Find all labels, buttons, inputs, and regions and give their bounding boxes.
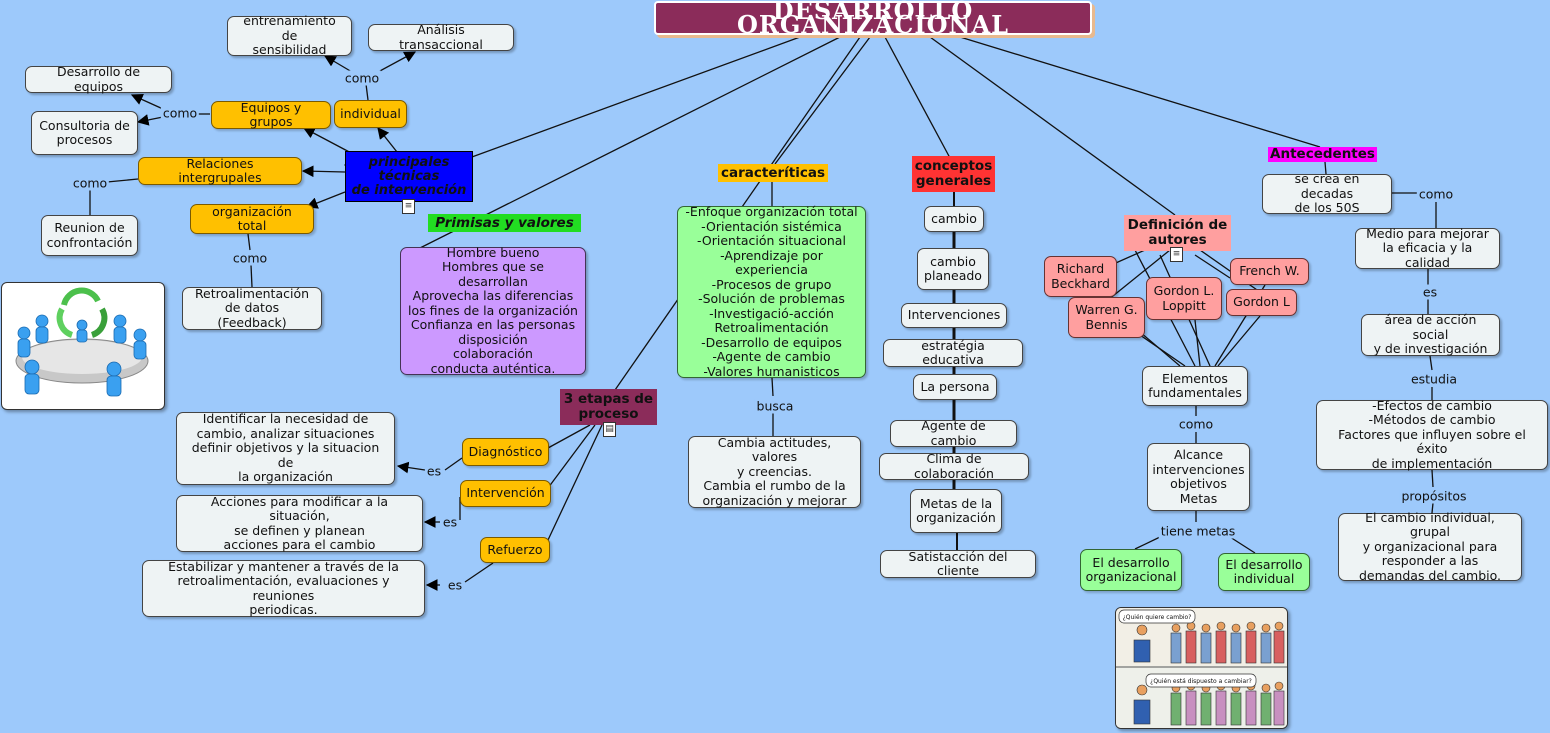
- concepto-persona: La persona: [913, 374, 997, 400]
- area-node: área de acción social y de investigación: [1361, 313, 1500, 356]
- note-icon[interactable]: ≡: [402, 199, 415, 214]
- retroalimentacion-node: Retroalimentación de datos (Feedback): [182, 286, 322, 330]
- etapas-header: 3 etapas de proceso: [560, 389, 657, 425]
- concepto-cambio: cambio: [924, 206, 984, 232]
- org-total-node: organización total: [190, 204, 314, 234]
- film-icon[interactable]: ▤: [603, 422, 616, 437]
- label-como: como: [230, 250, 270, 266]
- desarrollo-equipos-node: Desarrollo de equipos: [25, 64, 172, 93]
- label-estudia: estudia: [1408, 371, 1460, 387]
- equipos-grupos-node: Equipos y grupos: [211, 100, 331, 129]
- concepto-estrategia: estratégia educativa: [883, 338, 1023, 367]
- label-tiene-metas: tiene metas: [1158, 523, 1238, 539]
- label-como: como: [70, 175, 110, 191]
- label-como: como: [160, 105, 200, 121]
- concepto-satisfaccion: Satistacción del cliente: [880, 549, 1036, 578]
- cartoon-illustration: ¿Quién quiere cambio? ¿Quién está dispue…: [1116, 608, 1287, 728]
- primisas-header: Primisas y valores: [428, 214, 581, 232]
- label-como: como: [1176, 416, 1216, 432]
- medio-node: Medio para mejorar la eficacia y la cali…: [1355, 226, 1500, 270]
- intervencion-desc: Acciones para modificar a la situación, …: [176, 494, 423, 552]
- autor-beckhard: Richard Beckhard: [1044, 256, 1117, 297]
- autor-gordon: Gordon L: [1226, 289, 1297, 316]
- primisas-body: Hombre bueno Hombres que se desarrollan …: [400, 245, 586, 376]
- cartoon-bubble-1: ¿Quién quiere cambio?: [1123, 614, 1192, 621]
- main-title: DESARROLLO ORGANIZACIONAL: [654, 0, 1092, 37]
- meta-individual: El desarrollo individual: [1218, 553, 1310, 591]
- autor-french: French W.: [1230, 258, 1309, 285]
- refuerzo-desc: Estabilizar y mantener a través de la re…: [142, 559, 425, 617]
- label-es: es: [1420, 284, 1440, 300]
- intergrupales-node: Relaciones intergrupales: [138, 156, 302, 185]
- label-como: como: [1416, 186, 1456, 202]
- diagnostico-node: Diagnóstico: [462, 438, 549, 466]
- refuerzo-node: Refuerzo: [480, 537, 550, 563]
- label-como: como: [342, 70, 382, 86]
- meeting-illustration: [15, 287, 149, 397]
- label-es: es: [445, 577, 465, 593]
- caracteristicas-body: -Enfoque organización total -Orientación…: [677, 204, 866, 378]
- concepto-clima: Clima de colaboración: [879, 451, 1029, 480]
- efectos-node: -Efectos de cambio -Métodos de cambio Fa…: [1316, 398, 1548, 471]
- autor-loppitt: Gordon L. Loppitt: [1146, 277, 1222, 320]
- conceptos-header: conceptos generales: [912, 156, 995, 192]
- concepto-intervenciones: Intervenciones: [901, 303, 1007, 328]
- meta-organizacional: El desarrollo organizacional: [1080, 549, 1182, 591]
- concepto-cambio-planeado: cambio planeado: [917, 248, 989, 290]
- note-icon[interactable]: ≡: [1170, 247, 1183, 262]
- label-busca: busca: [754, 398, 796, 414]
- individual-node: individual: [334, 100, 407, 128]
- definicion-header: Definición de autores: [1124, 215, 1231, 251]
- alcance-node: Alcance intervenciones objetivos Metas: [1147, 443, 1250, 511]
- label-propositos: propósitos: [1399, 488, 1469, 504]
- consultoria-node: Consultoria de procesos: [31, 111, 138, 155]
- autor-bennis: Warren G. Bennis: [1068, 297, 1145, 338]
- label-es: es: [424, 463, 444, 479]
- tecnicas-header: principales técnicas de intervención: [345, 151, 473, 202]
- busca-desc: Cambia actitudes, valores y creencias. C…: [688, 435, 861, 508]
- transaccional-node: Análisis transaccional: [368, 22, 514, 51]
- meeting-picture: [1, 282, 165, 410]
- label-es: es: [440, 514, 460, 530]
- concepto-metas: Metas de la organización: [910, 489, 1002, 533]
- diagnostico-desc: Identificar la necesidad de cambio, anal…: [176, 412, 395, 485]
- caracteristicas-header: caracteríticas: [718, 164, 828, 182]
- cartoon-picture: ¿Quién quiere cambio? ¿Quién está dispue…: [1115, 607, 1288, 729]
- propositos-desc: El cambio individual, grupal y organizac…: [1338, 510, 1522, 583]
- elementos-node: Elementos fundamentales: [1142, 366, 1248, 406]
- intervencion-node: Intervención: [460, 480, 551, 507]
- cartoon-bubble-2: ¿Quién está dispuesto a cambiar?: [1150, 678, 1252, 685]
- concepto-agente: Agente de cambio: [890, 418, 1017, 447]
- antecedentes-header: Antecedentes: [1268, 147, 1377, 162]
- decadas-node: se crea en decadas de los 50S: [1262, 172, 1392, 215]
- reunion-node: Reunion de confrontación: [41, 215, 138, 256]
- sensibilidad-node: entrenamiento de sensibilidad: [227, 14, 352, 57]
